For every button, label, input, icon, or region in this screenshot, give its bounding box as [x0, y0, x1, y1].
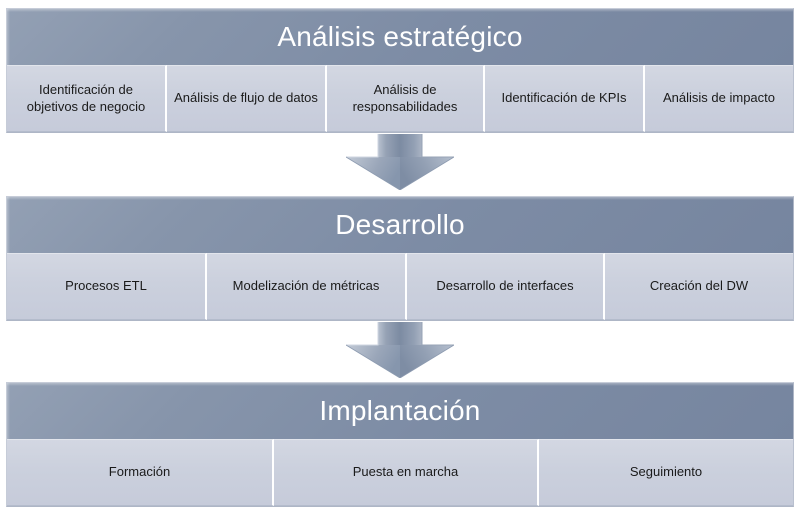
- process-item[interactable]: Análisis de responsabilidades: [327, 65, 485, 132]
- section-analisis-estrategico: Análisis estratégico Identificación de o…: [6, 8, 794, 133]
- section-implantacion: Implantación Formación Puesta en marcha …: [6, 382, 794, 507]
- process-item-label: Modelización de métricas: [232, 278, 380, 294]
- process-item-label: Identificación de KPIs: [501, 90, 627, 106]
- process-item[interactable]: Procesos ETL: [7, 253, 207, 320]
- process-item[interactable]: Análisis de impacto: [645, 65, 793, 132]
- process-item-label: Identificación de objetivos de negocio: [26, 82, 146, 114]
- process-item[interactable]: Análisis de flujo de datos: [167, 65, 327, 132]
- section-title: Desarrollo: [335, 209, 465, 240]
- process-item[interactable]: Identificación de objetivos de negocio: [7, 65, 167, 132]
- process-item[interactable]: Creación del DW: [605, 253, 793, 320]
- process-item-label: Desarrollo de interfaces: [436, 278, 574, 294]
- process-item[interactable]: Formación: [7, 439, 274, 506]
- process-item-label: Análisis de impacto: [663, 90, 775, 106]
- process-item-label: Seguimiento: [629, 464, 703, 480]
- process-item-label: Puesta en marcha: [352, 464, 459, 480]
- process-item[interactable]: Modelización de métricas: [207, 253, 407, 320]
- process-item-label: Análisis de responsabilidades: [352, 82, 458, 114]
- section-items-desarrollo: Procesos ETL Modelización de métricas De…: [6, 253, 794, 321]
- section-header-desarrollo: Desarrollo: [6, 196, 794, 253]
- process-item-label: Análisis de flujo de datos: [174, 90, 318, 106]
- section-title: Implantación: [319, 395, 481, 426]
- section-items-implantacion: Formación Puesta en marcha Seguimiento: [6, 439, 794, 507]
- process-item-label: Formación: [108, 464, 171, 480]
- arrow-down-icon: [346, 134, 454, 190]
- section-desarrollo: Desarrollo Procesos ETL Modelización de …: [6, 196, 794, 321]
- section-title: Análisis estratégico: [277, 21, 523, 52]
- process-item[interactable]: Desarrollo de interfaces: [407, 253, 605, 320]
- section-items-analisis-estrategico: Identificación de objetivos de negocio A…: [6, 65, 794, 133]
- process-item[interactable]: Seguimiento: [539, 439, 793, 506]
- process-item[interactable]: Puesta en marcha: [274, 439, 539, 506]
- process-item[interactable]: Identificación de KPIs: [485, 65, 645, 132]
- section-header-implantacion: Implantación: [6, 382, 794, 439]
- process-item-label: Procesos ETL: [65, 278, 147, 294]
- process-item-label: Creación del DW: [649, 278, 749, 294]
- arrow-down-icon: [346, 322, 454, 378]
- section-header-analisis-estrategico: Análisis estratégico: [6, 8, 794, 65]
